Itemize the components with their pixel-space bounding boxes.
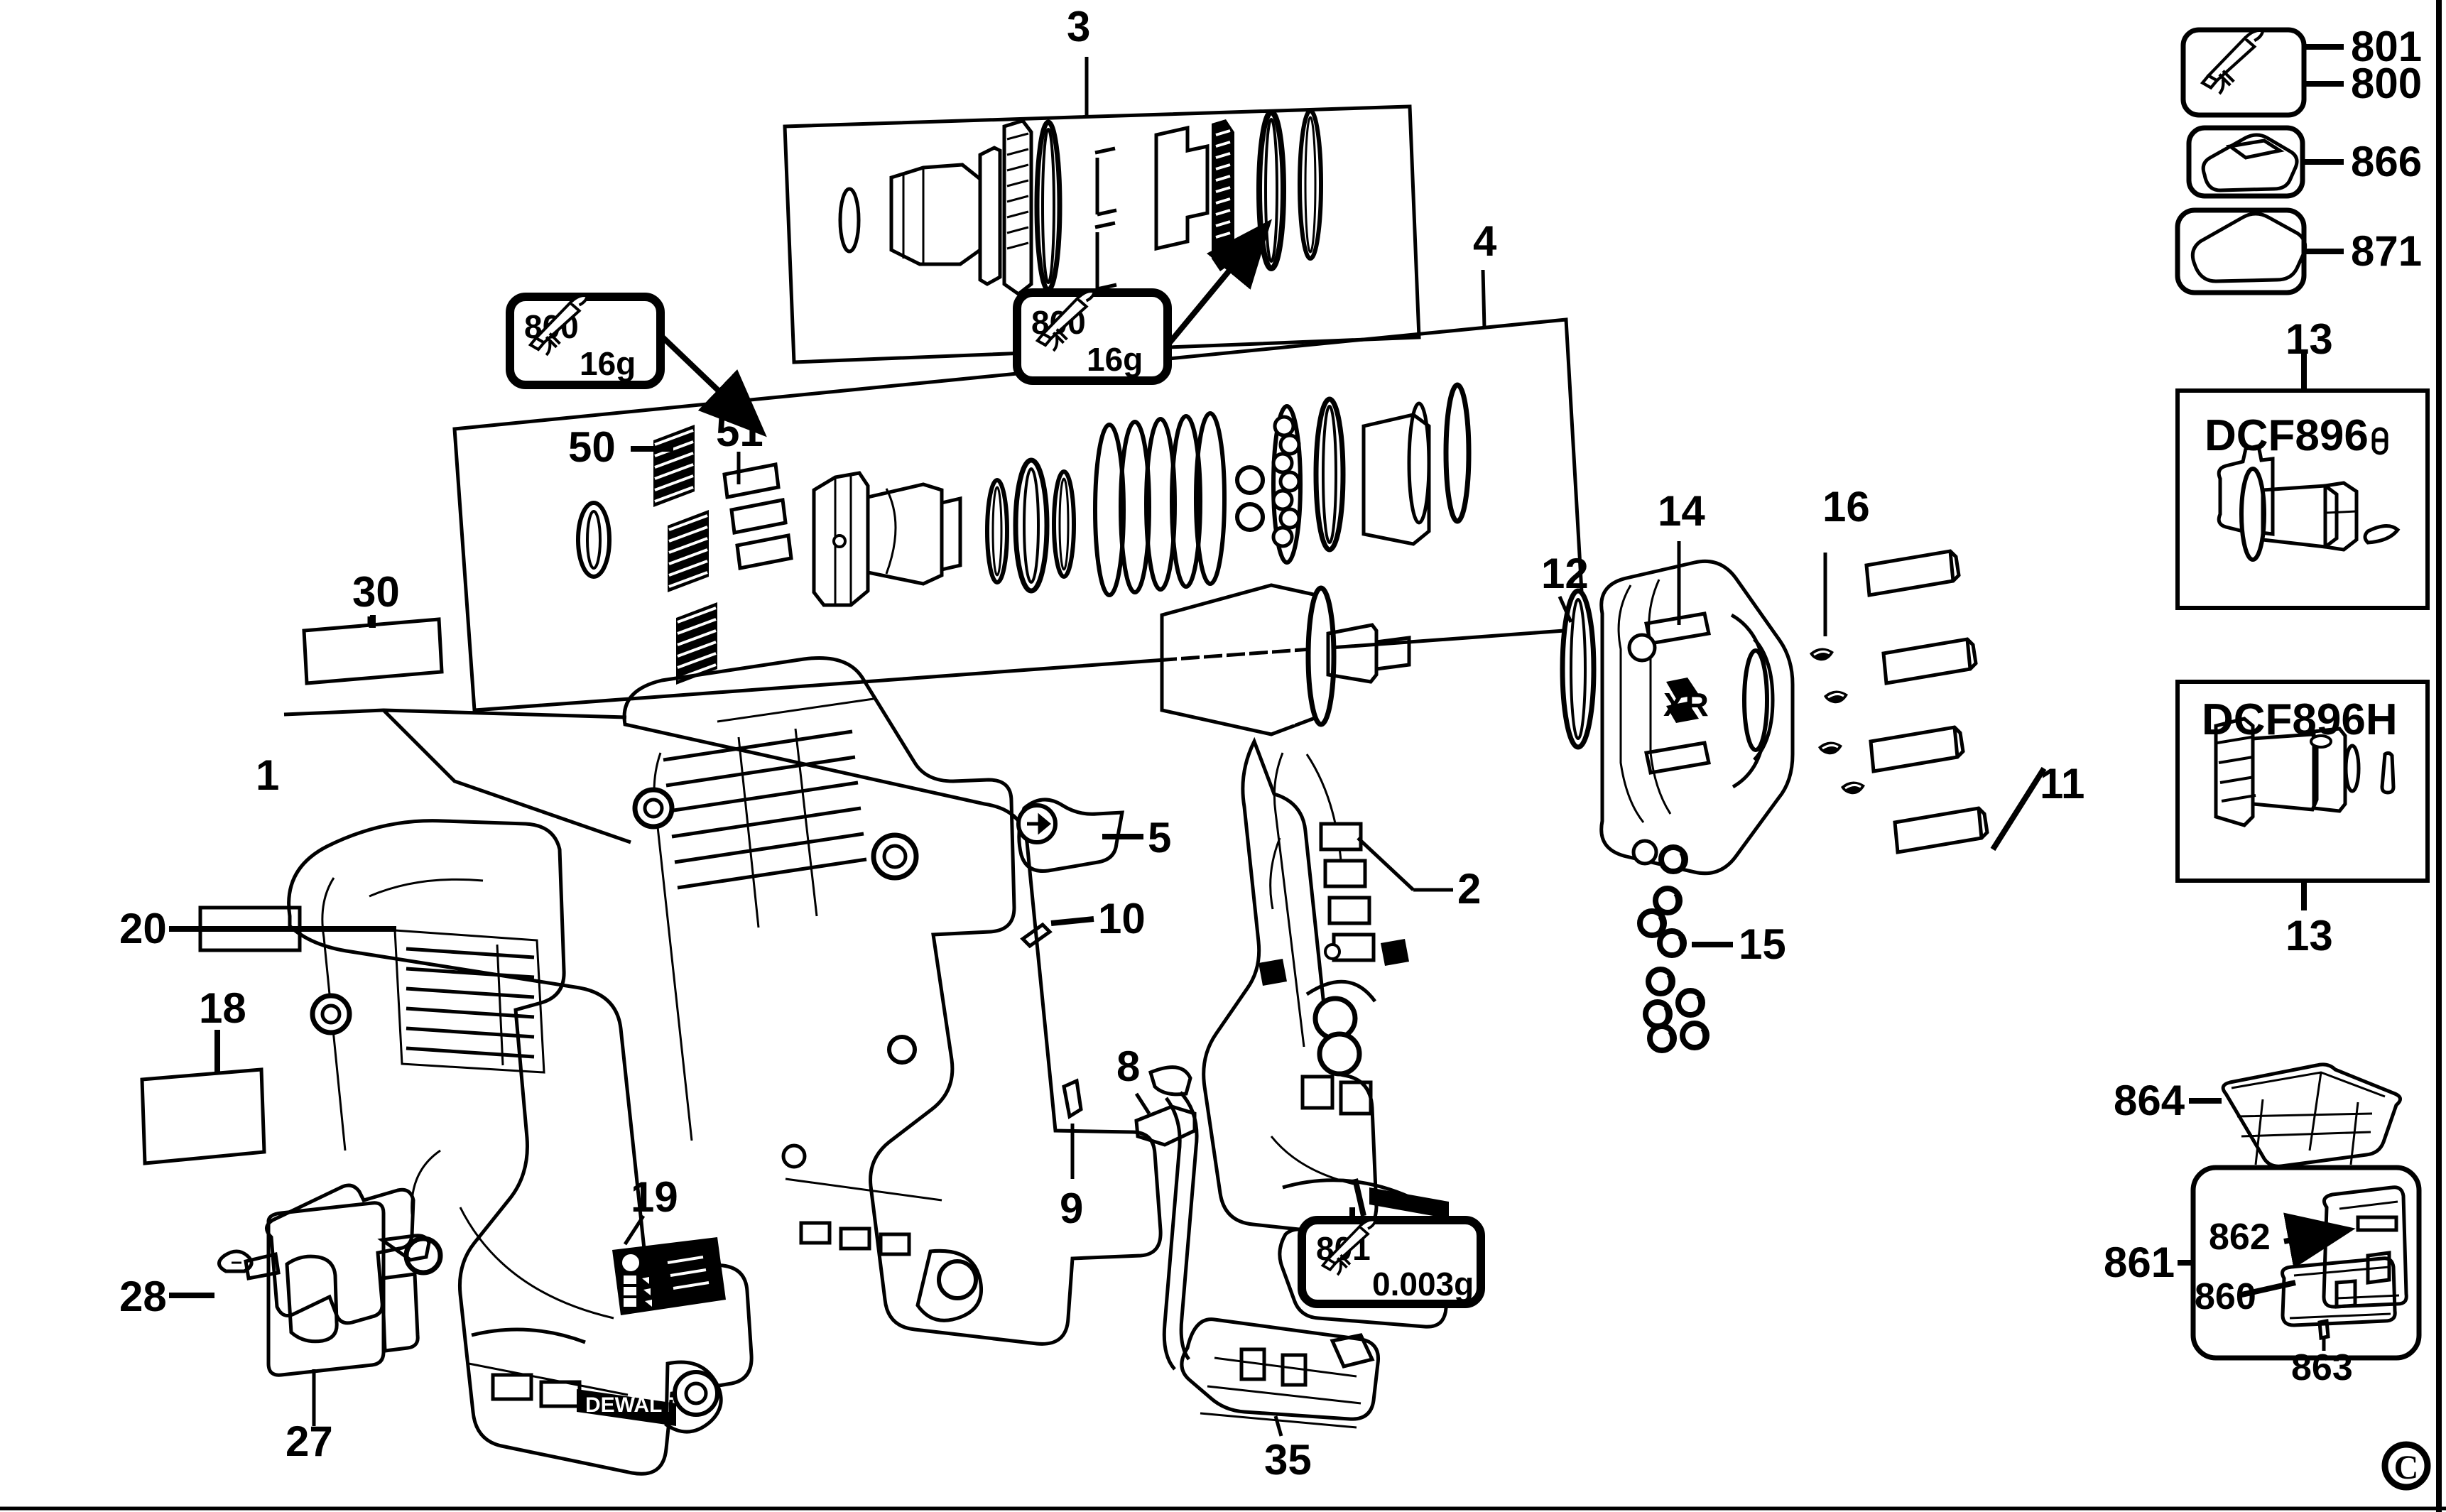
ball-cage [1271, 404, 1303, 565]
callout-2: 2 [1457, 865, 1482, 913]
dewalt-logo-text: DEWALT [585, 1393, 673, 1417]
accessory-label-862: 862 [2209, 1217, 2271, 1258]
svg-text:0.003g: 0.003g [1372, 1266, 1474, 1302]
callout-1: 1 [256, 751, 280, 799]
switch-label-19 [612, 1214, 726, 1315]
callout-15: 15 [1739, 920, 1786, 968]
callout-12: 12 [1541, 550, 1589, 597]
hammer-spring [1093, 411, 1227, 597]
callout-50: 50 [568, 423, 616, 471]
accessory-box-battery [2186, 125, 2344, 199]
callout-4: 4 [1473, 217, 1497, 265]
svg-text:16g: 16g [1087, 341, 1143, 378]
battery-terminal-harness-35 [1148, 1065, 1381, 1437]
belt-hook-27 [169, 1183, 431, 1426]
callout-16: 16 [1822, 483, 1870, 531]
callout-13-dcf896h: 13 [2285, 912, 2333, 959]
callout-35: 35 [1264, 1436, 1312, 1484]
retaining-clips-16 [1808, 553, 1866, 795]
accessory-label-860: 860 [2195, 1276, 2256, 1317]
grease-tag-800-b: 800 16g [1013, 288, 1172, 385]
callout-19: 19 [631, 1173, 678, 1221]
gear-case-cover-14: XR [1599, 541, 1795, 876]
accessory-label-864: 864 [2114, 1077, 2185, 1124]
accessory-label-861: 861 [2104, 1239, 2175, 1286]
accessory-box-charger [2175, 207, 2344, 295]
model-title-dcf896: DCF896 [2205, 411, 2369, 460]
accessory-label-866: 866 [2351, 138, 2423, 185]
model-title-dcf896h: DCF896H [2202, 695, 2398, 744]
housing-left-half: DEWALT [287, 819, 754, 1476]
callout-20: 20 [119, 905, 167, 952]
accessory-label-800: 800 [2351, 60, 2423, 107]
callout-8: 8 [1116, 1043, 1141, 1090]
housing-right-half [622, 656, 1163, 1346]
contact-9 [1062, 1078, 1083, 1179]
callout-51: 51 [716, 408, 763, 455]
kit-tray-864 [2189, 1062, 2402, 1168]
kit-case-861 [2178, 1165, 2422, 1361]
callout-27: 27 [286, 1418, 333, 1465]
model-box-dcf896h [2175, 680, 2430, 910]
forward-reverse-button-5 [1016, 798, 1143, 874]
accessory-label-871: 871 [2351, 227, 2423, 275]
svg-text:16g: 16g [580, 345, 636, 382]
grease-tag-801: 801 0.003g [1298, 1178, 1485, 1308]
callout-3: 3 [1067, 3, 1091, 50]
callout-5: 5 [1148, 814, 1172, 861]
o-ring-12 [1558, 588, 1597, 750]
steel-balls-15 [1640, 847, 1733, 1050]
xr-badge-text: XR [1663, 686, 1709, 723]
callout-18: 18 [199, 984, 246, 1032]
copyright-mark: C [2381, 1441, 2431, 1491]
accessory-box-grease [2180, 27, 2344, 118]
accessory-label-863: 863 [2291, 1347, 2353, 1388]
hammer-pin-group [722, 462, 793, 570]
callout-13-dcf896: 13 [2285, 315, 2333, 363]
pin-10 [1020, 916, 1094, 949]
callout-10: 10 [1098, 895, 1146, 942]
callout-28: 28 [119, 1273, 167, 1320]
model-box-dcf896 [2175, 352, 2430, 610]
callout-14: 14 [1658, 487, 1705, 535]
accessory-label-801: 801 [2351, 23, 2423, 70]
grease-tag-800-a: 800 16g [506, 293, 767, 437]
rating-label-18 [140, 1030, 266, 1165]
motor-electronics-assembly [1160, 583, 1450, 1329]
callout-30: 30 [352, 568, 400, 616]
svg-text:C: C [2394, 1449, 2419, 1486]
long-screws-11 [1866, 551, 2047, 852]
callout-11: 11 [2040, 760, 2085, 807]
callout-9: 9 [1060, 1185, 1084, 1232]
